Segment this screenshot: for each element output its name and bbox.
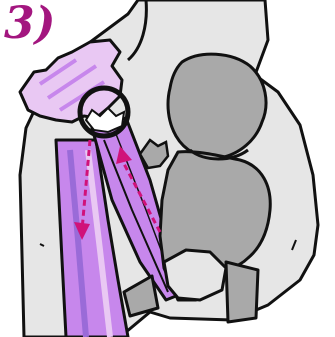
baby-leg	[226, 262, 258, 322]
step-number: 3)	[4, 2, 55, 46]
wearer-hand	[164, 250, 226, 300]
